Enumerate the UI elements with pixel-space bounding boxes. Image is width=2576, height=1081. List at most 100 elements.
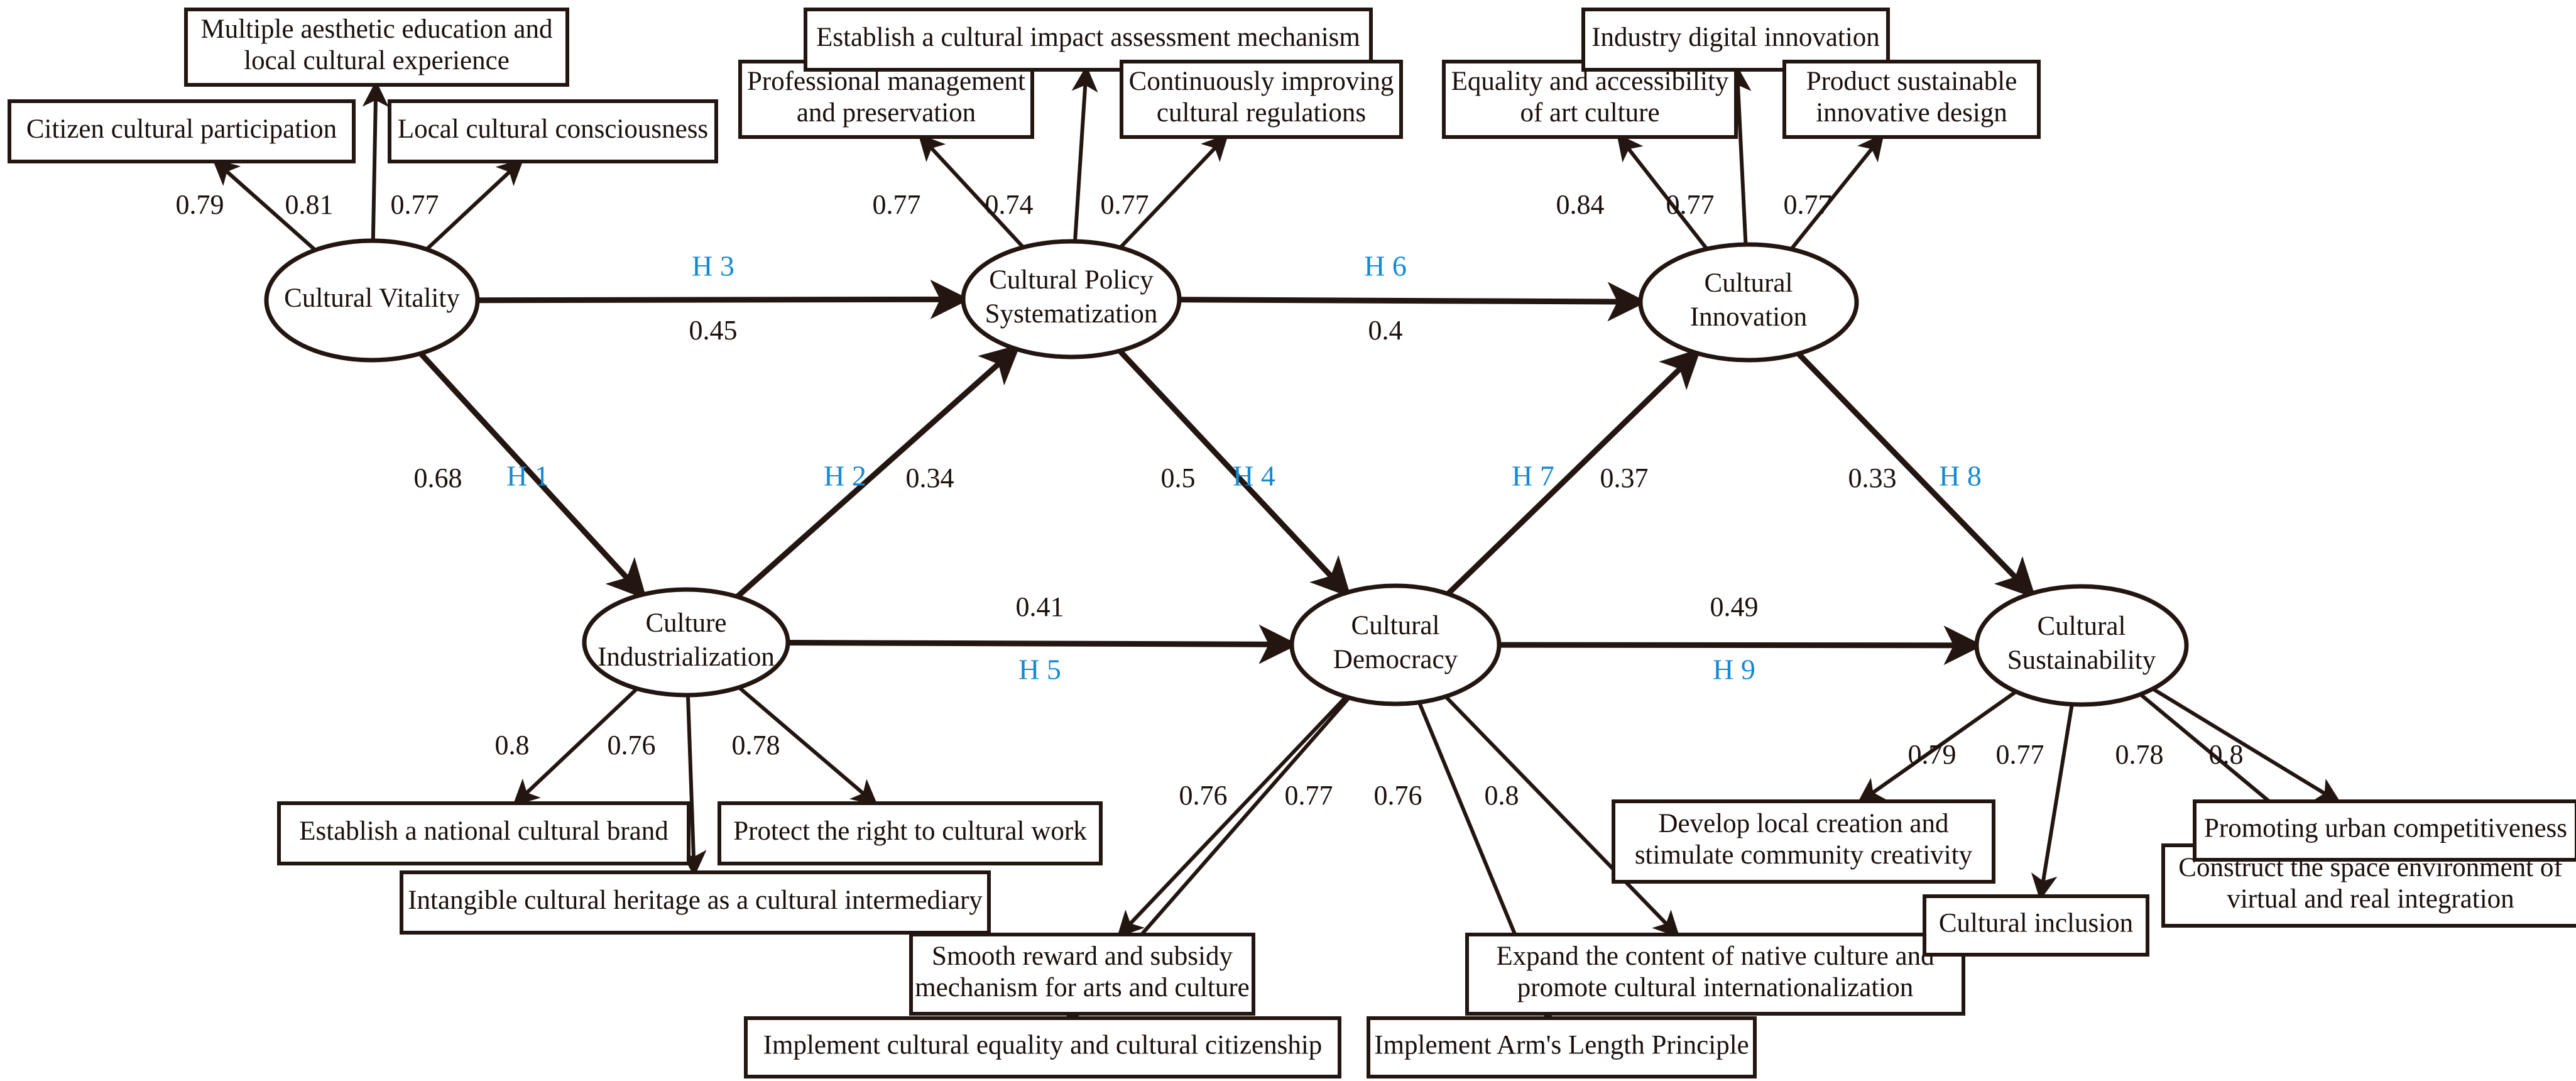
- measurement-arrow: [738, 686, 878, 806]
- indicator-box-b10[interactable]: Establish a national cultural brand: [277, 801, 690, 865]
- loading-coefficient: 0.77: [391, 189, 439, 220]
- structural-path-H3: [477, 279, 970, 319]
- indicator-box-label: of art culture: [1520, 98, 1659, 128]
- indicator-box-label: innovative design: [1816, 98, 2007, 128]
- loading-coefficient: 0.76: [1179, 780, 1228, 811]
- indicator-box-b12[interactable]: Protect the right to cultural work: [718, 801, 1103, 865]
- indicator-box-label: Industry digital innovation: [1591, 23, 1880, 52]
- measurement-path-cd-b16: [1444, 695, 1680, 938]
- loading-coefficient: 0.8: [1485, 780, 1519, 811]
- indicator-box-b14[interactable]: Implement cultural equality and cultural…: [744, 1016, 1341, 1078]
- indicator-box-b16[interactable]: Expand the content of native culture and…: [1465, 933, 1965, 1016]
- measurement-arrow: [680, 694, 707, 877]
- measurement-path-cin-b10: [512, 687, 639, 806]
- indicator-box-label: Expand the content of native culture and: [1496, 941, 1934, 971]
- indicator-box-frame: [1465, 933, 1965, 1016]
- indicator-box-frame: [909, 933, 1255, 1016]
- indicator-box-b1[interactable]: Citizen cultural participation: [8, 99, 356, 163]
- loading-coefficient: 0.77: [1784, 189, 1832, 220]
- hypothesis-label-H6: H 6: [1364, 250, 1407, 282]
- latent-variable-label: Cultural Vitality: [284, 283, 460, 313]
- measurement-path-cv-b2: [362, 80, 389, 241]
- latent-variable-ellipse: [961, 239, 1182, 359]
- structural-path-H7: [1446, 348, 1701, 596]
- measurement-arrow: [212, 158, 317, 252]
- path-coefficient: 0.33: [1848, 463, 1897, 493]
- indicator-box-frame: [8, 99, 356, 163]
- loading-coefficient: 0.74: [985, 189, 1034, 220]
- measurement-arrow: [1444, 695, 1680, 938]
- indicator-box-b15[interactable]: Implement Arm's Length Principle: [1367, 1016, 1757, 1078]
- latent-variable-ellipse: [1638, 242, 1859, 363]
- indicator-box-b3[interactable]: Local cultural consciousness: [388, 99, 718, 163]
- loading-coefficient: 0.77: [1666, 189, 1715, 220]
- measurement-path-ci-b9: [1789, 133, 1884, 251]
- loading-coefficient: 0.76: [608, 730, 656, 760]
- measurement-path-cs-b20: [2151, 687, 2342, 804]
- hypothesis-label-H9: H 9: [1713, 654, 1755, 686]
- indicator-box-label: Establish a national cultural brand: [299, 816, 669, 846]
- path-coefficient: 0.45: [689, 315, 738, 346]
- indicator-box-frame: [2193, 799, 2576, 862]
- indicator-box-b20[interactable]: Promoting urban competitiveness: [2193, 799, 2576, 862]
- structural-arrow: [477, 279, 970, 319]
- measurement-arrow: [918, 133, 1025, 249]
- indicator-box-frame: [1612, 799, 1995, 884]
- indicator-box-b18[interactable]: Cultural inclusion: [1923, 894, 2149, 957]
- hypothesis-label-H3: H 3: [692, 250, 734, 282]
- loading-coefficient: 0.77: [1101, 189, 1149, 220]
- loading-coefficient: 0.78: [732, 730, 780, 760]
- loading-coefficient: 0.76: [1374, 780, 1422, 811]
- loading-coefficient: 0.81: [285, 189, 334, 220]
- structural-arrow: [787, 624, 1299, 664]
- indicator-box-label: promote cultural internationalization: [1517, 973, 1913, 1002]
- indicator-box-b11[interactable]: Intangible cultural heritage as a cultur…: [400, 870, 991, 935]
- hypothesis-label-H5: H 5: [1018, 654, 1061, 686]
- measurement-arrow: [1857, 690, 2017, 804]
- measurement-path-cs-b17: [1857, 690, 2017, 804]
- measurement-arrow: [2031, 704, 2074, 901]
- indicator-box-frame: [744, 1016, 1341, 1078]
- latent-variable-cv[interactable]: Cultural Vitality: [264, 238, 480, 363]
- indicator-box-label: Local cultural consciousness: [398, 114, 708, 144]
- latent-variable-label: Systematization: [985, 299, 1158, 329]
- latent-variable-ellipse: [264, 238, 480, 363]
- indicator-box-frame: [184, 8, 569, 87]
- indicator-box-label: Continuously improving: [1129, 67, 1394, 96]
- loading-coefficient: 0.77: [873, 189, 921, 220]
- measurement-arrow: [1617, 133, 1709, 250]
- hypothesis-label-H8: H 8: [1939, 460, 1982, 492]
- latent-variable-label: Cultural Policy: [989, 265, 1154, 295]
- measurement-arrow: [1071, 65, 1098, 242]
- measurement-path-cin-b11: [680, 694, 707, 877]
- latent-variable-ellipse: [582, 587, 790, 698]
- structural-path-H5: [787, 624, 1299, 664]
- indicator-box-frame: [400, 870, 991, 935]
- structural-arrow: [418, 351, 647, 600]
- path-coefficient: 0.34: [906, 463, 954, 493]
- latent-variable-label: Cultural: [2038, 612, 2126, 641]
- hypothesis-label-H7: H 7: [1512, 460, 1554, 492]
- path-coefficient: 0.5: [1161, 463, 1196, 493]
- latent-variable-ellipse: [1289, 583, 1502, 706]
- measurement-path-ci-b8: [1725, 65, 1752, 245]
- loading-coefficient: 0.79: [1908, 739, 1957, 770]
- path-coefficient: 0.49: [1710, 591, 1759, 622]
- indicator-box-label: Cultural inclusion: [1939, 908, 2133, 938]
- indicator-box-frame: [718, 801, 1103, 865]
- structural-path-H2: [735, 344, 1021, 599]
- indicator-box-label: local cultural experience: [244, 46, 510, 75]
